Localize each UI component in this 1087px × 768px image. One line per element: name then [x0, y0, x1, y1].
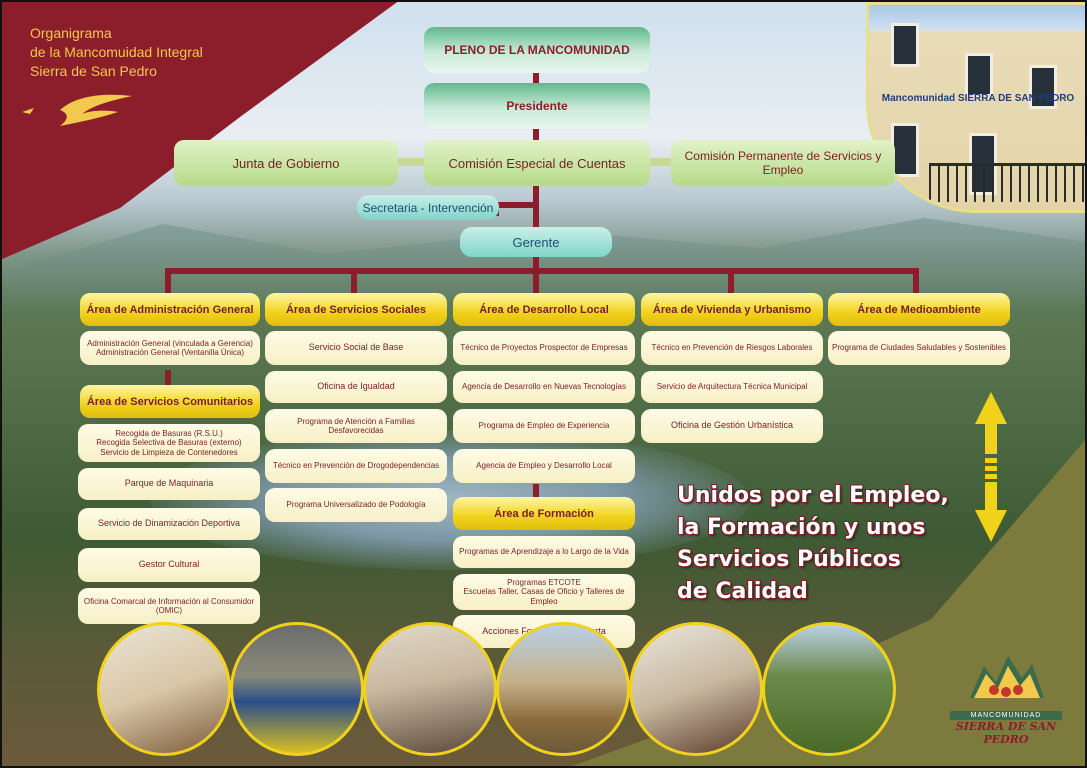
- desarrollo-item: Agencia de Desarrollo en Nuevas Tecnolog…: [453, 371, 635, 403]
- slogan-line-4: de Calidad: [677, 579, 808, 604]
- sociales-item: Servicio Social de Base: [265, 331, 447, 365]
- desarrollo-item: Agencia de Empleo y Desarrollo Local: [453, 449, 635, 483]
- admin-item: Administración General (vinculada a Gere…: [80, 331, 260, 365]
- mountains-logo-icon: [970, 656, 1044, 698]
- comunitarios-item: Parque de Maquinaria: [78, 468, 260, 500]
- vivienda-item: Oficina de Gestión Urbanística: [641, 409, 823, 443]
- medioambiente-item: Programa de Ciudades Saludables y Sosten…: [828, 331, 1010, 365]
- headquarters-photo: Mancomunidad SIERRA DE SAN PEDRO: [866, 2, 1087, 213]
- comunitarios-item: Servicio de Dinamización Deportiva: [78, 508, 260, 540]
- logo-bottom-text: SIERRA DE SAN PEDRO: [955, 720, 1057, 746]
- junta-gobierno-box: Junta de Gobierno: [174, 140, 398, 186]
- title-line-3: Sierra de San Pedro: [30, 63, 157, 79]
- vivienda-item: Servicio de Arquitectura Técnica Municip…: [641, 371, 823, 403]
- area-formacion-title: Área de Formación: [453, 497, 635, 530]
- title-line-2: de la Mancomuidad Integral: [30, 44, 203, 60]
- presidente-box: Presidente: [424, 83, 650, 129]
- sociales-item: Programa de Atención a Familias Desfavor…: [265, 409, 447, 443]
- sociales-item: Técnico en Prevención de Drogodependenci…: [265, 449, 447, 483]
- comision-permanente-box: Comisión Permanente de Servicios y Emple…: [671, 140, 895, 186]
- slogan-line-2: la Formación y unos: [677, 515, 926, 540]
- area-vivienda-title: Área de Vivienda y Urbanismo: [641, 293, 823, 326]
- title-line-1: Organigrama: [30, 25, 112, 41]
- slogan-line-3: Servicios Públicos: [677, 547, 901, 572]
- machinery-photo: [496, 622, 630, 756]
- elderly-care-photo: [363, 622, 497, 756]
- bird-logo-icon: [22, 94, 132, 126]
- area-comunitarios-title: Área de Servicios Comunitarios: [80, 385, 260, 418]
- mancomunidad-logo: MANCOMUNIDAD SIERRA DE SAN PEDRO: [950, 652, 1062, 746]
- vivienda-item: Técnico en Prevención de Riesgos Laboral…: [641, 331, 823, 365]
- gerente-box: Gerente: [460, 227, 612, 257]
- area-sociales-title: Área de Servicios Sociales: [265, 293, 447, 326]
- formacion-item: Programas ETCOTE Escuelas Taller, Casas …: [453, 574, 635, 610]
- logo-top-text: MANCOMUNIDAD: [950, 711, 1062, 720]
- comision-cuentas-box: Comisión Especial de Cuentas: [424, 140, 650, 186]
- office-photo: [97, 622, 231, 756]
- desarrollo-item: Técnico de Proyectos Prospector de Empre…: [453, 331, 635, 365]
- sociales-item: Oficina de Igualdad: [265, 371, 447, 403]
- desarrollo-item: Programa de Empleo de Experiencia: [453, 409, 635, 443]
- area-medioambiente-title: Área de Medioambiente: [828, 293, 1010, 326]
- comunitarios-item: Recogida de Basuras (R.S.U.) Recogida Se…: [78, 424, 260, 462]
- area-desarrollo-title: Área de Desarrollo Local: [453, 293, 635, 326]
- pleno-box: PLENO DE LA MANCOMUNIDAD: [424, 27, 650, 73]
- stair-railing: [929, 163, 1087, 202]
- slogan-line-1: Unidos por el Empleo,: [677, 483, 949, 508]
- vertical-arrow-icon: [975, 392, 1007, 542]
- forestry-photo: [762, 622, 896, 756]
- slogan: Unidos por el Empleo, la Formación y uno…: [677, 480, 949, 608]
- formacion-item: Programas de Aprendizaje a lo Largo de l…: [453, 536, 635, 568]
- comunitarios-item: Gestor Cultural: [78, 548, 260, 582]
- building-sign: Mancomunidad SIERRA DE SAN PEDRO: [881, 93, 1075, 104]
- sociales-item: Programa Universalizado de Podología: [265, 488, 447, 522]
- secretaria-box: Secretaria - Intervención: [357, 195, 499, 220]
- waste-containers-photo: [230, 622, 364, 756]
- comunitarios-item: Oficina Comarcal de Información al Consu…: [78, 588, 260, 624]
- training-photo: [629, 622, 763, 756]
- area-admin-title: Área de Administración General: [80, 293, 260, 326]
- page-title: Organigrama de la Mancomuidad Integral S…: [30, 24, 203, 81]
